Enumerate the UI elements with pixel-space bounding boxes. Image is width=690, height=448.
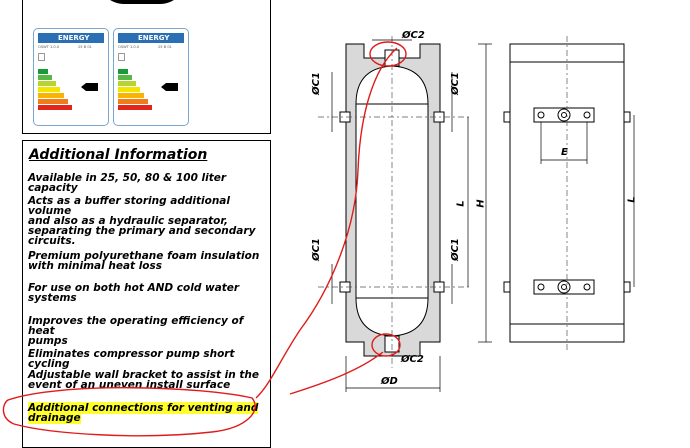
energy-bar [118, 87, 140, 92]
info-item: Eliminates compressor pump short cycling [28, 348, 235, 370]
info-item: For use on both hot AND cold water syste… [28, 282, 240, 304]
dim-c1-upper-right: ØC1 [449, 72, 461, 95]
tap-icon [38, 53, 45, 61]
energy-label-1: ENERGY OSWT 1.0.0 25 B 01 [33, 28, 109, 126]
energy-class-arrow [161, 83, 178, 91]
dim-c1-upper-left: ØC1 [310, 72, 322, 95]
energy-bar [38, 99, 68, 104]
energy-bar [118, 99, 148, 104]
energy-bar [38, 75, 52, 80]
energy-label-2: ENERGY OSWT 1.0.0 25 B 01 [113, 28, 189, 126]
dim-c1-lower-left: ØC1 [310, 238, 322, 261]
info-item-highlighted: Additional connections for venting and d… [28, 402, 259, 424]
dim-c2-top: ØC2 [402, 30, 425, 41]
dim-e: E [561, 147, 568, 158]
dim-h: H [475, 199, 487, 208]
energy-bar [118, 105, 152, 110]
energy-label-model: OSWT 1.0.0 [118, 45, 140, 49]
dim-l: L [455, 200, 467, 207]
energy-label-header: ENERGY [118, 33, 184, 43]
info-item: Premium polyurethane foam insulation wit… [28, 250, 260, 272]
energy-bar [118, 69, 128, 74]
energy-bar [38, 87, 60, 92]
tap-icon [118, 53, 125, 61]
energy-class-arrow [81, 83, 98, 91]
info-item: Available in 25, 50, 80 & 100 liter capa… [28, 172, 227, 194]
energy-bar [38, 93, 64, 98]
info-item: Adjustable wall bracket to assist in the… [28, 369, 260, 391]
additional-info-panel [22, 140, 271, 448]
energy-bar [38, 105, 72, 110]
energy-bar [118, 93, 144, 98]
energy-bar [118, 81, 136, 86]
info-item: Improves the operating efficiency of hea… [28, 315, 244, 347]
info-title: Additional Information [29, 147, 208, 163]
dim-l-side: L [626, 196, 638, 203]
product-image-partial [98, 0, 186, 4]
dim-d: ØD [381, 376, 398, 387]
energy-bar [38, 69, 48, 74]
energy-label-code: 25 B 01 [158, 45, 172, 49]
energy-bar [118, 75, 132, 80]
energy-bar [38, 81, 56, 86]
dim-c1-lower-right: ØC1 [449, 238, 461, 261]
info-item: Acts as a buffer storing additional volu… [28, 195, 256, 247]
energy-label-header: ENERGY [38, 33, 104, 43]
energy-label-model: OSWT 1.0.0 [38, 45, 60, 49]
energy-label-code: 25 B 01 [78, 45, 92, 49]
dim-c2-bottom: ØC2 [401, 354, 424, 365]
